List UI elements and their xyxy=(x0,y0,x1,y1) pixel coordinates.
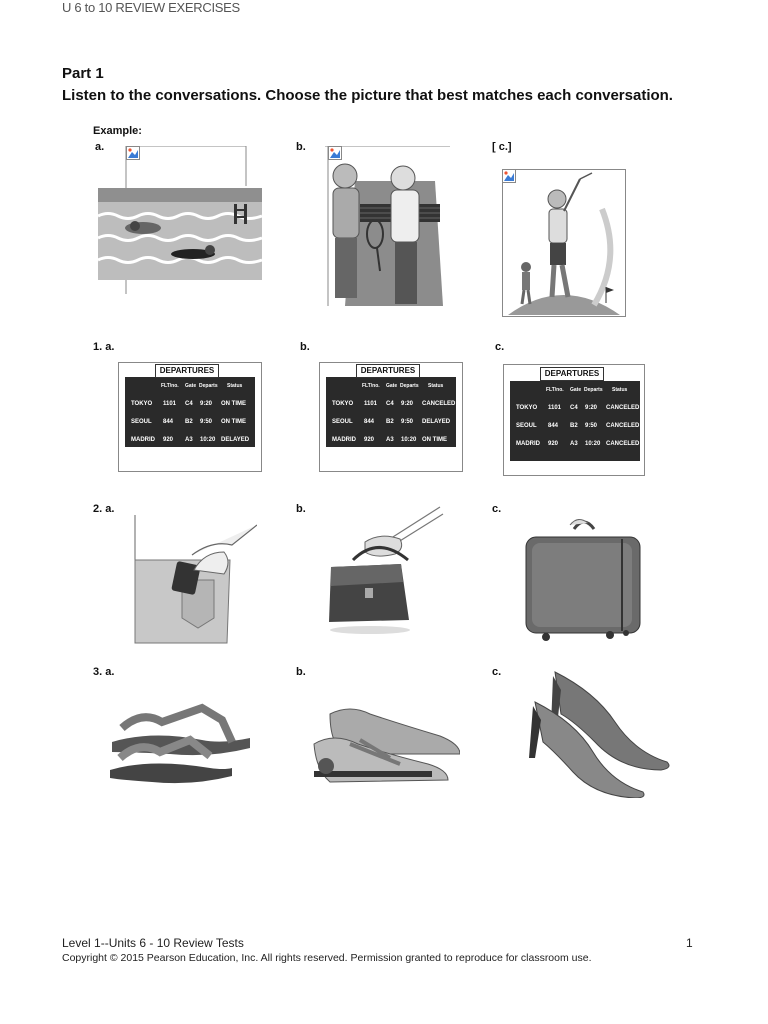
footer-title: Level 1--Units 6 - 10 Review Tests xyxy=(62,936,244,950)
wallet-in-pocket-image xyxy=(132,515,258,645)
example-option-a-label: a. xyxy=(95,141,105,153)
sneakers-image xyxy=(310,700,461,788)
broken-image-icon xyxy=(502,169,516,183)
departures-board-b: DEPARTURES FLT/no. Gate Departs Status T… xyxy=(319,362,463,472)
q2-option-c-label: c. xyxy=(492,503,502,515)
departures-title: DEPARTURES xyxy=(155,364,219,378)
departures-board-a: DEPARTURES FLT/no. Gate Departs Status T… xyxy=(118,362,262,472)
copyright-notice: Copyright © 2015 Pearson Education, Inc.… xyxy=(62,952,592,964)
departures-title: DEPARTURES xyxy=(540,367,604,381)
sandals-image xyxy=(108,698,256,790)
high-heels-image xyxy=(525,668,675,799)
suitcase-image xyxy=(522,515,644,643)
q2-option-a-label: 2. a. xyxy=(93,503,115,515)
departures-board-c: DEPARTURES FLT/no. Gate Departs Status T… xyxy=(503,364,645,476)
briefcase-image xyxy=(325,502,445,637)
broken-image-icon xyxy=(328,146,342,160)
tennis-players-image xyxy=(325,145,450,311)
q1-option-c-label: c. xyxy=(495,341,505,353)
q2-option-b-label: b. xyxy=(296,503,306,515)
q3-option-a-label: 3. a. xyxy=(93,666,115,678)
example-option-c-label: [ c.] xyxy=(492,141,512,153)
broken-image-icon xyxy=(126,146,140,160)
page-number: 1 xyxy=(686,936,693,950)
example-option-b-label: b. xyxy=(296,141,306,153)
part-title: Part 1 xyxy=(62,65,104,82)
instructions: Listen to the conversations. Choose the … xyxy=(62,87,673,104)
swimming-image xyxy=(97,145,263,296)
document-header: U 6 to 10 REVIEW EXERCISES xyxy=(62,0,240,15)
q3-option-b-label: b. xyxy=(296,666,306,678)
q3-option-c-label: c. xyxy=(492,666,502,678)
example-label: Example: xyxy=(93,125,142,137)
golfer-image xyxy=(502,169,626,317)
departures-title: DEPARTURES xyxy=(356,364,420,378)
q1-option-a-label: 1. a. xyxy=(93,341,115,353)
q1-option-b-label: b. xyxy=(300,341,310,353)
